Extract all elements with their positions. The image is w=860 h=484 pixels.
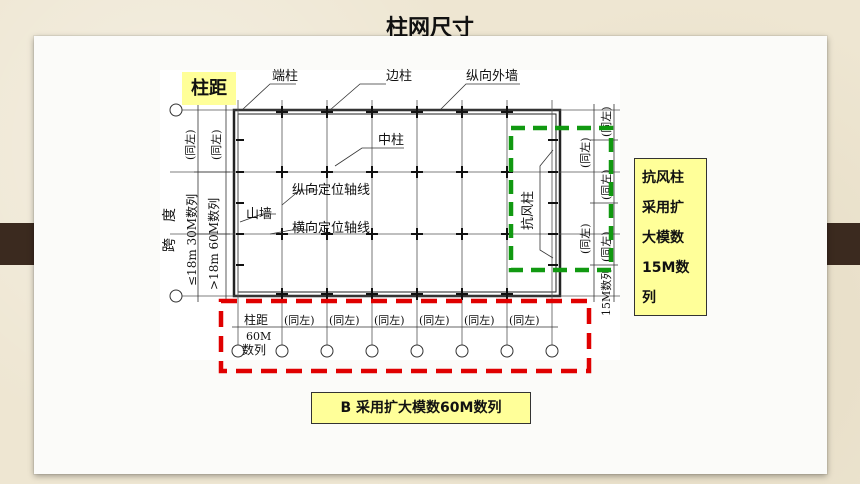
- label-same-left-l1: (同左): [184, 129, 197, 160]
- column-spacing-note: B 采用扩大模数60M数列: [311, 392, 531, 424]
- label-longitudinal-axis: 纵向定位轴线: [292, 182, 370, 198]
- label-bottom-same-4: (同左): [419, 314, 450, 327]
- drawing-area: [160, 70, 620, 360]
- label-span-rule-2: >18m 60M数列: [206, 198, 221, 290]
- column-spacing-label: 柱距: [182, 72, 236, 105]
- label-transverse-axis: 横向定位轴线: [292, 220, 370, 236]
- label-middle-column: 中柱: [378, 133, 404, 148]
- right-dimension-lines: [590, 104, 618, 302]
- label-span-du: 度: [162, 208, 178, 222]
- label-same-left-r1: (同左): [579, 137, 592, 168]
- red-dashed-highlight: [218, 298, 592, 374]
- wind-column-note: 抗风柱 采用扩 大模数 15M数 列: [634, 158, 707, 316]
- label-bottom-series: 数列: [242, 342, 266, 357]
- label-bottom-same-3: (同左): [374, 314, 405, 327]
- columns: [236, 106, 558, 300]
- label-wind-column: 抗风柱: [521, 191, 536, 230]
- longitudinal-axis-lines: [170, 109, 620, 297]
- wind-column-note-line-4: 15M数: [642, 260, 690, 276]
- label-same-left-r2: (同左): [579, 223, 592, 254]
- wind-column-note-line-3: 大模数: [642, 230, 684, 246]
- leader-lines: [239, 83, 554, 259]
- label-same-left-l2: (同左): [210, 129, 223, 160]
- label-bottom-same-1: (同左): [284, 314, 315, 327]
- label-same-left-r3: (同左): [600, 106, 613, 137]
- label-bottom-60m: 60M: [246, 330, 271, 343]
- label-gable-wall: 山墙: [246, 207, 272, 222]
- label-end-column: 端柱: [272, 69, 298, 84]
- axis-bubbles-left: [169, 103, 183, 303]
- axis-bubbles-bottom: [231, 344, 559, 358]
- label-edge-column: 边柱: [386, 69, 412, 84]
- wind-column-note-line-2: 采用扩: [642, 200, 684, 216]
- left-dimension-lines: [194, 104, 230, 302]
- label-bottom-spacing: 柱距: [244, 312, 268, 327]
- label-bottom-same-6: (同左): [509, 314, 540, 327]
- green-dashed-highlight: [508, 125, 614, 273]
- wind-column-note-line-5: 列: [642, 290, 656, 306]
- label-right-series: 15M数列: [599, 269, 613, 316]
- wind-column-note-line-1: 抗风柱: [642, 170, 684, 186]
- label-span-rule-1: ≤18m 30M数列: [184, 194, 199, 286]
- label-span-kua: 跨: [162, 238, 178, 252]
- label-bottom-same-2: (同左): [329, 314, 360, 327]
- label-longitudinal-wall: 纵向外墙: [466, 68, 518, 84]
- label-bottom-same-5: (同左): [464, 314, 495, 327]
